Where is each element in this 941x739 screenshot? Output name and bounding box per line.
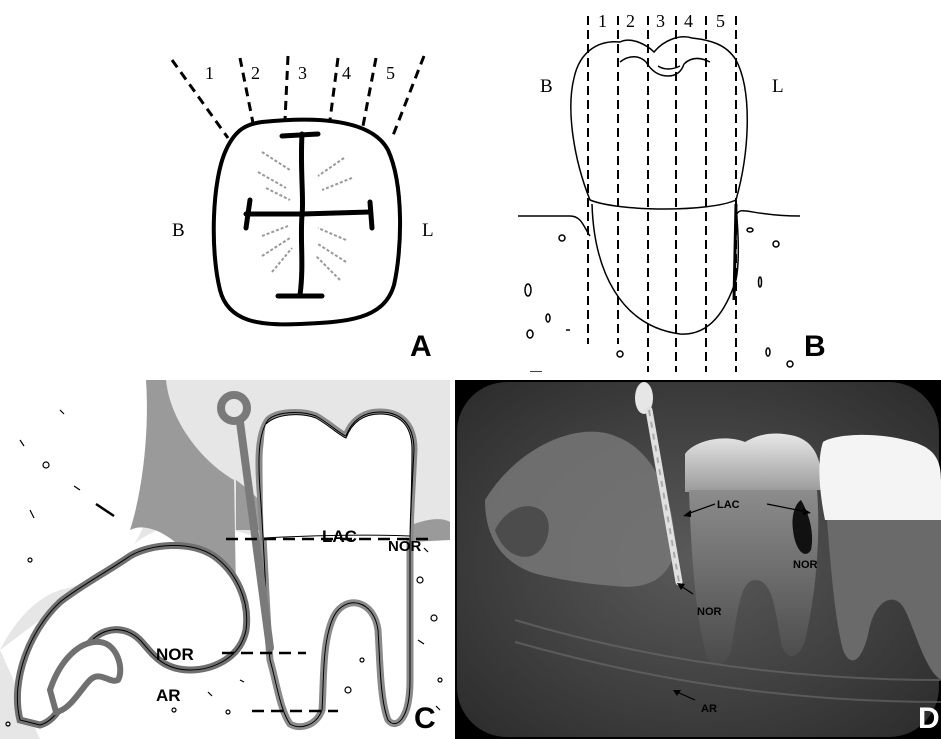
panel-a-drawing: 1 2 3 4 5 B L A	[0, 0, 470, 372]
molar-root	[592, 204, 738, 334]
column-number-2: 2	[626, 11, 635, 31]
guide-line-4	[330, 58, 338, 120]
label-nor-top: NOR	[388, 538, 422, 555]
molar-crown	[571, 37, 747, 209]
side-label-buccal: B	[540, 76, 553, 97]
label-lac: LAC	[717, 499, 740, 511]
panel-c: LAC NOR NOR AR C	[0, 380, 450, 739]
side-label-buccal: B	[172, 220, 185, 241]
label-nor-right: NOR	[793, 559, 818, 571]
panel-letter-c: C	[414, 702, 436, 735]
label-nor-left: NOR	[697, 606, 722, 618]
column-number-4: 4	[684, 11, 693, 31]
second-molar-crown	[685, 434, 821, 492]
panel-letter-b: B	[804, 330, 826, 363]
panel-a: 1 2 3 4 5 B L A	[0, 0, 470, 372]
column-number-4: 4	[342, 63, 351, 83]
column-number-1: 1	[205, 63, 214, 83]
column-number-5: 5	[716, 11, 725, 31]
panel-d-radiograph: LAC NOR NOR AR D	[455, 380, 941, 739]
side-label-lingual: L	[422, 220, 434, 241]
bone-speckles-b	[525, 228, 793, 372]
guide-line-5	[363, 58, 376, 126]
guide-line-1	[172, 60, 228, 138]
bone-crest-left	[518, 216, 590, 236]
panel-b-section-lines	[588, 16, 736, 372]
column-number-5: 5	[386, 63, 395, 83]
panel-letter-d: D	[918, 702, 940, 735]
label-lac: LAC	[322, 527, 357, 546]
column-number-3: 3	[656, 11, 665, 31]
panel-letter-a: A	[410, 330, 432, 363]
label-ar: AR	[156, 686, 181, 705]
occlusal-detail	[620, 57, 710, 76]
panel-b-drawing: 1 2 3 4 5 B L B	[470, 0, 941, 372]
side-label-lingual: L	[772, 76, 784, 97]
column-number-2: 2	[251, 63, 260, 83]
column-number-3: 3	[298, 63, 307, 83]
guide-line-3	[285, 56, 288, 120]
guide-line-6	[392, 56, 424, 138]
label-ar: AR	[701, 703, 717, 715]
central-fissures	[246, 134, 372, 296]
bone-crest-right	[736, 211, 800, 216]
panel-b: 1 2 3 4 5 B L B	[470, 0, 941, 372]
label-nor-mid: NOR	[156, 645, 194, 664]
panel-d: LAC NOR NOR AR D	[455, 380, 941, 739]
panel-c-drawing: LAC NOR NOR AR C	[0, 380, 450, 739]
column-number-1: 1	[598, 11, 607, 31]
first-molar-restoration	[819, 435, 941, 520]
